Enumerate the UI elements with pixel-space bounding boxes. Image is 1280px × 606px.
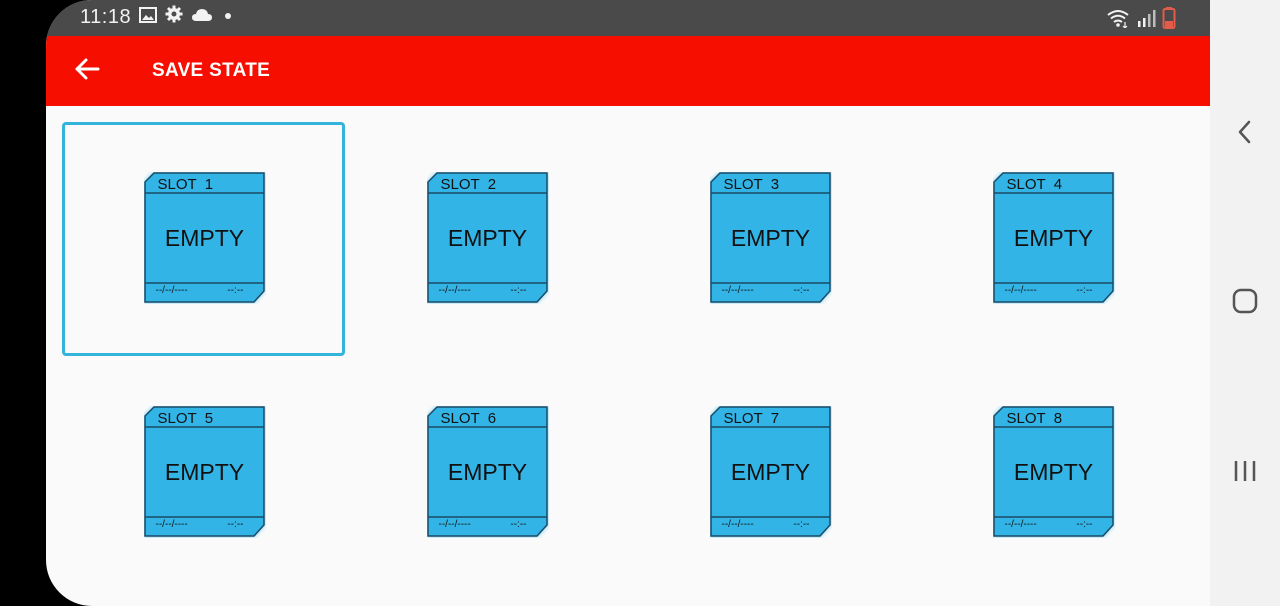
- slot-date: --/--/----: [1004, 285, 1037, 296]
- slot-card-shape: [143, 172, 265, 303]
- slot-card: SLOT 1 EMPTY --/--/---- --:--: [143, 172, 266, 304]
- slot-time: --:--: [793, 519, 810, 530]
- slot-card-shape: [992, 406, 1114, 537]
- slot-time: --:--: [510, 285, 527, 296]
- home-icon: [1231, 287, 1259, 320]
- slot-label: SLOT 5: [157, 410, 214, 427]
- slot-label: SLOT 3: [723, 176, 780, 193]
- slot-state: EMPTY: [1013, 459, 1094, 485]
- slot-date: --/--/----: [721, 519, 754, 530]
- slot-label: SLOT 4: [1006, 176, 1063, 193]
- app-screen: 11:18: [46, 0, 1210, 606]
- wifi-icon: [1106, 8, 1130, 33]
- slot-time: --:--: [793, 285, 810, 296]
- slot-label: SLOT 7: [723, 410, 780, 427]
- save-slot-3[interactable]: SLOT 3 EMPTY --/--/---- --:--: [628, 122, 911, 356]
- back-icon: [1235, 118, 1255, 151]
- app-bar: SAVE STATE: [46, 36, 1210, 106]
- slot-label: SLOT 2: [440, 176, 497, 193]
- nav-home-button[interactable]: [1228, 286, 1262, 320]
- slot-time: --:--: [227, 519, 244, 530]
- slot-card-shape: [426, 406, 548, 537]
- slot-date: --/--/----: [721, 285, 754, 296]
- arrow-left-icon: [74, 57, 100, 86]
- slot-date: --/--/----: [438, 285, 471, 296]
- slot-card: SLOT 5 EMPTY --/--/---- --:--: [143, 406, 266, 538]
- status-right: [1106, 7, 1176, 34]
- nav-recents-button[interactable]: [1228, 456, 1262, 490]
- slot-card: SLOT 6 EMPTY --/--/---- --:--: [426, 406, 549, 538]
- save-slot-1[interactable]: SLOT 1 EMPTY --/--/---- --:--: [62, 122, 345, 356]
- status-left: 11:18: [80, 5, 235, 29]
- slot-time: --:--: [510, 519, 527, 530]
- slot-date: --/--/----: [155, 285, 188, 296]
- slot-card-shape: [143, 406, 265, 537]
- slot-time: --:--: [1076, 285, 1093, 296]
- slot-date: --/--/----: [1004, 519, 1037, 530]
- save-slot-8[interactable]: SLOT 8 EMPTY --/--/---- --:--: [911, 356, 1194, 590]
- nav-back-button[interactable]: [1228, 117, 1262, 151]
- slot-date: --/--/----: [438, 519, 471, 530]
- slot-state: EMPTY: [730, 459, 811, 485]
- slot-label: SLOT 6: [440, 410, 497, 427]
- image-icon: [139, 6, 158, 29]
- slot-card: SLOT 3 EMPTY --/--/---- --:--: [709, 172, 832, 304]
- signal-icon: [1136, 8, 1156, 33]
- back-button[interactable]: [72, 56, 102, 86]
- slot-state: EMPTY: [447, 459, 528, 485]
- slot-state: EMPTY: [164, 459, 245, 485]
- slot-card-shape: [992, 172, 1114, 303]
- slot-state: EMPTY: [164, 225, 245, 251]
- slot-card: SLOT 4 EMPTY --/--/---- --:--: [992, 172, 1115, 304]
- status-bar: 11:18: [46, 0, 1210, 36]
- slot-card-shape: [426, 172, 548, 303]
- page-title: SAVE STATE: [152, 60, 271, 81]
- slot-time: --:--: [1076, 519, 1093, 530]
- slot-card-shape: [709, 406, 831, 537]
- battery-icon: [1162, 7, 1176, 34]
- dot-icon: [221, 6, 235, 29]
- save-slot-7[interactable]: SLOT 7 EMPTY --/--/---- --:--: [628, 356, 911, 590]
- slot-card-shape: [709, 172, 831, 303]
- slot-time: --:--: [227, 285, 244, 296]
- slot-state: EMPTY: [447, 225, 528, 251]
- save-slot-5[interactable]: SLOT 5 EMPTY --/--/---- --:--: [62, 356, 345, 590]
- slot-date: --/--/----: [155, 519, 188, 530]
- save-slot-4[interactable]: SLOT 4 EMPTY --/--/---- --:--: [911, 122, 1194, 356]
- slot-card: SLOT 2 EMPTY --/--/---- --:--: [426, 172, 549, 304]
- slot-state: EMPTY: [730, 225, 811, 251]
- gear-icon: [165, 5, 183, 29]
- status-time: 11:18: [80, 5, 132, 28]
- slot-label: SLOT 8: [1006, 410, 1063, 427]
- slot-card: SLOT 8 EMPTY --/--/---- --:--: [992, 406, 1115, 538]
- cloud-icon: [191, 6, 213, 29]
- save-slot-2[interactable]: SLOT 2 EMPTY --/--/---- --:--: [345, 122, 628, 356]
- slot-label: SLOT 1: [157, 176, 214, 193]
- slot-card: SLOT 7 EMPTY --/--/---- --:--: [709, 406, 832, 538]
- recents-icon: [1232, 458, 1258, 489]
- save-slot-6[interactable]: SLOT 6 EMPTY --/--/---- --:--: [345, 356, 628, 590]
- slot-state: EMPTY: [1013, 225, 1094, 251]
- system-nav-bar: [1210, 0, 1280, 606]
